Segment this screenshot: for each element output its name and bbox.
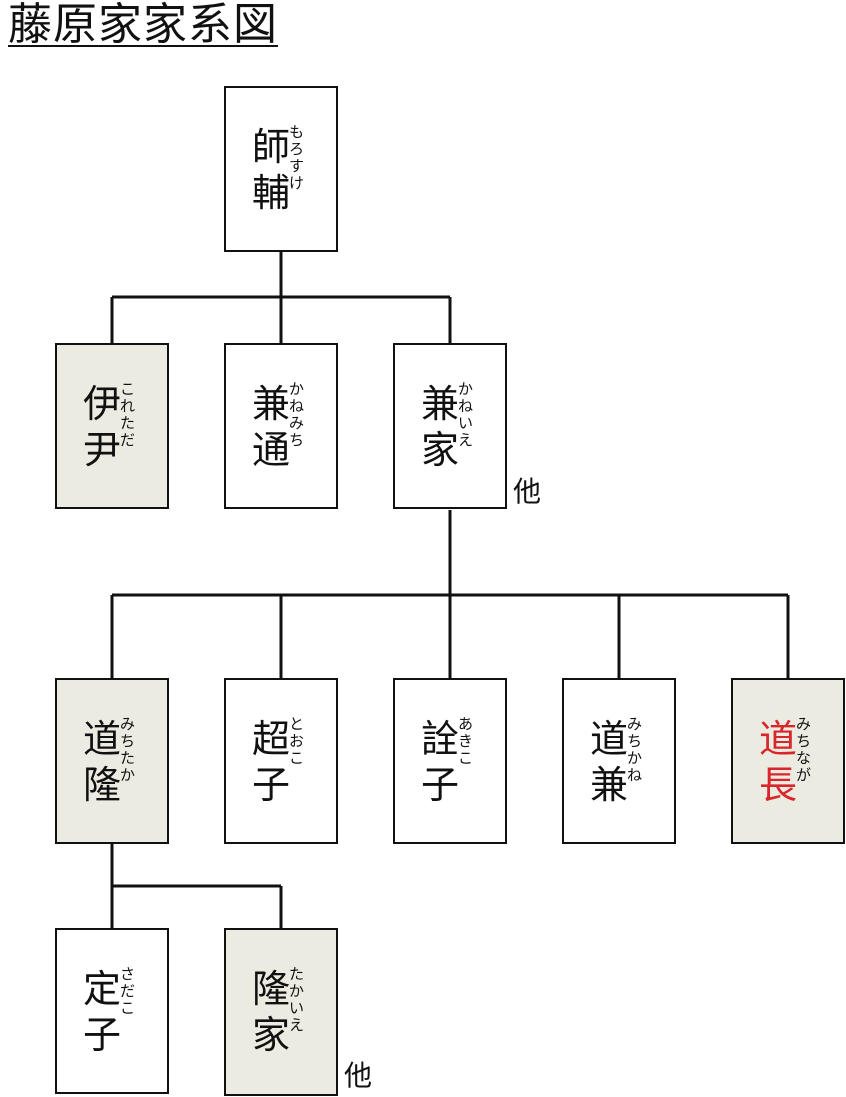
person-reading: も ろ す け [289, 123, 305, 192]
person-box-tooko: 超 子 と お こ [224, 678, 338, 844]
person-name: 隆 家 [252, 967, 291, 1057]
person-box-koretada: 伊 尹 こ れ た だ [55, 343, 169, 509]
person-reading: と お こ [289, 715, 305, 767]
person-reading: さ だ こ [120, 965, 136, 1017]
person-name: 定 子 [83, 967, 122, 1057]
person-box-akiko: 詮 子 あ き こ [393, 678, 507, 844]
person-name: 道 長 [759, 717, 798, 807]
person-name: 兼 通 [252, 382, 291, 472]
person-name: 超 子 [252, 717, 291, 807]
person-box-sadako: 定 子 さ だ こ [55, 928, 169, 1094]
person-name: 師 輔 [252, 125, 291, 215]
person-box-morosuke: 師 輔 も ろ す け [224, 86, 338, 252]
person-reading: こ れ た だ [120, 380, 136, 449]
person-name: 道 隆 [83, 717, 122, 807]
person-box-michitaka: 道 隆 み ち た か [55, 678, 169, 844]
page-title: 藤原家家系図 [8, 0, 278, 50]
person-box-michinaga: 道 長 み ち な が [731, 678, 845, 844]
person-reading: か ね い え [458, 380, 474, 449]
others-label: 他 [513, 475, 542, 508]
person-box-michikane: 道 兼 み ち か ね [562, 678, 676, 844]
person-reading: み ち た か [120, 715, 136, 784]
person-reading: た か い え [289, 965, 305, 1034]
person-name: 伊 尹 [83, 382, 122, 472]
person-reading: み ち な が [796, 715, 812, 784]
person-box-kanemichi: 兼 通 か ね み ち [224, 343, 338, 509]
others-label: 他 [344, 1059, 373, 1092]
person-name: 詮 子 [421, 717, 460, 807]
person-box-takaie: 隆 家 た か い え [224, 928, 338, 1096]
person-name: 道 兼 [590, 717, 629, 807]
person-reading: あ き こ [458, 715, 474, 767]
person-box-kaneie: 兼 家 か ね い え [393, 343, 507, 509]
person-reading: み ち か ね [627, 715, 643, 784]
person-reading: か ね み ち [289, 380, 305, 449]
person-name: 兼 家 [421, 382, 460, 472]
